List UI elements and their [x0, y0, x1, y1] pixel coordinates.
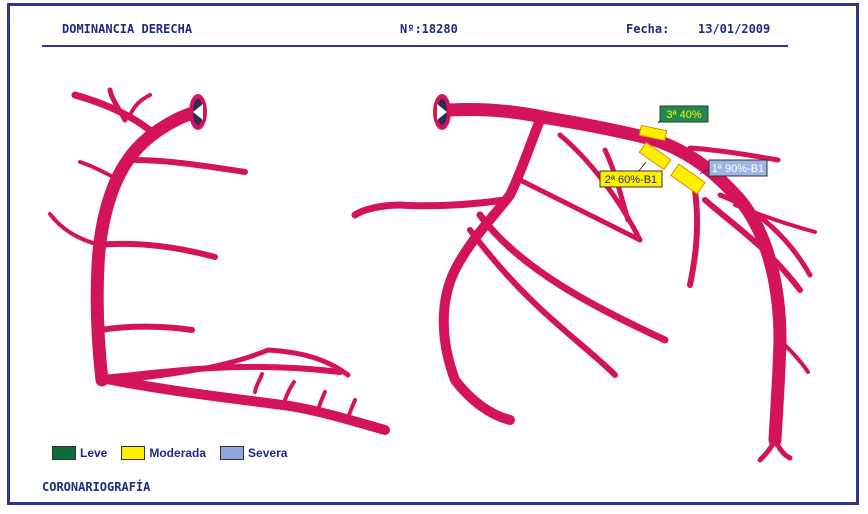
legend-item-leve: Leve — [52, 446, 107, 460]
footer-title: CORONARIOGRAFÍA — [42, 480, 150, 494]
right-coronary-artery — [50, 90, 385, 430]
severity-legend: Leve Moderada Severa — [52, 446, 301, 460]
lesion-label-severa: 1ª 90%-B1 — [709, 160, 767, 176]
legend-swatch-moderada — [121, 446, 145, 460]
lesion-text-leve: 3ª 40% — [666, 109, 701, 121]
lesion-text-severa: 1ª 90%-B1 — [712, 163, 764, 175]
legend-label-severa: Severa — [248, 446, 287, 460]
legend-item-severa: Severa — [220, 446, 287, 460]
lesion-label-moderada: 2ª 60%-B1 — [600, 171, 662, 187]
lesion-label-leve: 3ª 40% — [660, 106, 708, 122]
legend-label-leve: Leve — [80, 446, 107, 460]
legend-swatch-leve — [52, 446, 76, 460]
legend-swatch-severa — [220, 446, 244, 460]
rca-ostium — [189, 94, 207, 130]
legend-label-moderada: Moderada — [149, 446, 206, 460]
lca-ostium — [433, 94, 451, 130]
lesion-text-moderada: 2ª 60%-B1 — [605, 174, 657, 186]
legend-item-moderada: Moderada — [121, 446, 206, 460]
